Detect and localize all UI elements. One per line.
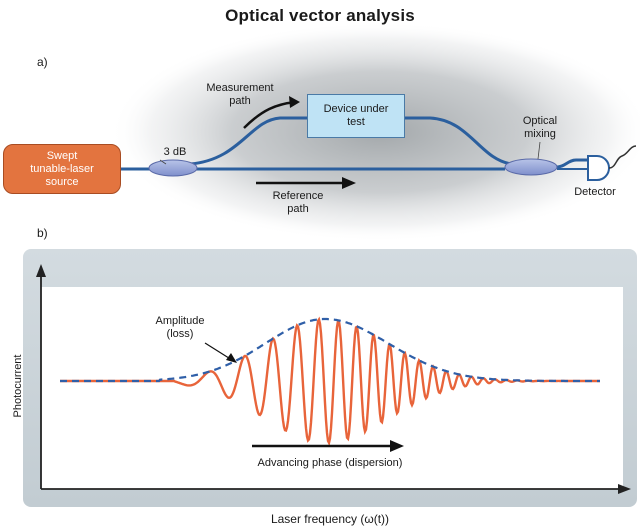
figure-title: Optical vector analysis — [225, 6, 415, 25]
coupler-3db — [148, 159, 198, 177]
phase-annotation: Advancing phase (dispersion) — [257, 457, 403, 469]
amplitude-annotation: Amplitude (loss) — [155, 315, 205, 340]
amplitude-envelope — [60, 317, 600, 383]
optical-mixing-label: Optical mixing — [522, 115, 558, 140]
detector-label: Detector — [574, 186, 616, 198]
x-axis-label: Laser frequency (ω(t)) — [270, 512, 390, 526]
device-under-test-box: Device under test — [307, 94, 405, 138]
y-axis-label: Photocurrent — [12, 354, 24, 418]
amplitude-pointer — [204, 342, 233, 361]
coupler-label: 3 dB — [163, 146, 187, 158]
coupler-mixing — [504, 158, 558, 176]
panel-a-label: a) — [37, 55, 48, 69]
plot-area — [41, 287, 623, 489]
measurement-fiber — [189, 116, 513, 166]
laser-source-box: Swept tunable-laser source — [3, 144, 121, 194]
detector-icon — [587, 145, 637, 181]
output-fiber — [556, 158, 590, 169]
reference-path-label: Reference path — [272, 190, 324, 215]
panel-b-label: b) — [37, 226, 48, 240]
measurement-path-label: Measurement path — [206, 82, 274, 107]
